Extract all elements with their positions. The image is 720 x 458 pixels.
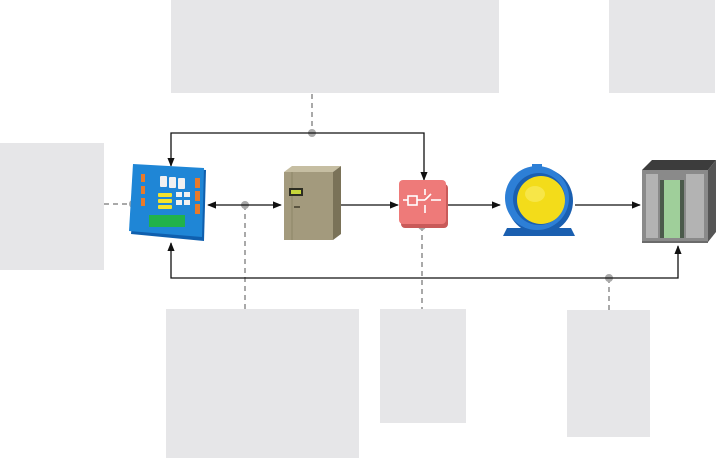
callout-bottom-2 <box>380 309 466 423</box>
motor-icon <box>503 164 575 236</box>
arrow-bottom-loop <box>167 242 682 279</box>
callout-top-left <box>171 0 499 93</box>
callout-bottom-3 <box>567 310 650 437</box>
contactor-icon <box>399 180 448 228</box>
control-board-icon <box>129 164 206 241</box>
elevator-car-icon <box>642 160 716 243</box>
callout-top-right <box>609 0 715 93</box>
callout-left <box>0 143 104 270</box>
drive-cabinet-icon <box>284 166 341 240</box>
callout-bottom-1 <box>166 309 359 458</box>
arrow-top-loop <box>167 132 428 181</box>
leader-lines <box>104 94 610 310</box>
arrows <box>167 132 682 279</box>
